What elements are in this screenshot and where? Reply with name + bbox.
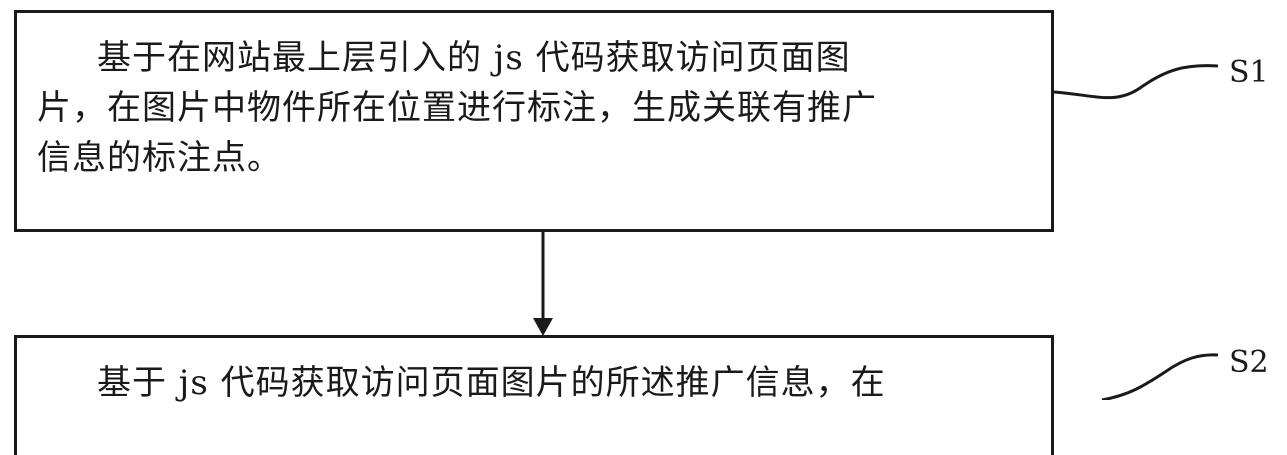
step-s1-line-1: 基于在网站最上层引入的 js 代码获取访问页面图 (97, 38, 851, 78)
connector-layer (533, 64, 1219, 400)
step-s1-line-3: 信息的标注点。 (37, 138, 282, 178)
leader-line-s1 (1053, 64, 1219, 100)
step-label-s1: S1 (1229, 55, 1269, 90)
step-text-s2: 基于 js 代码获取访问页面图片的所述推广信息，在 (37, 358, 1037, 408)
step-s1-line-2: 片，在图片中物件所在位置进行标注，生成关联有推广 (37, 88, 877, 128)
step-text-s1: 基于在网站最上层引入的 js 代码获取访问页面图 片，在图片中物件所在位置进行标… (37, 33, 1037, 183)
arrowhead-icon (533, 318, 553, 336)
step-label-s2: S2 (1229, 345, 1269, 380)
step-box-s1: 基于在网站最上层引入的 js 代码获取访问页面图 片，在图片中物件所在位置进行标… (14, 10, 1054, 232)
flowchart: 基于在网站最上层引入的 js 代码获取访问页面图 片，在图片中物件所在位置进行标… (14, 10, 1269, 455)
step-s2-line-1: 基于 js 代码获取访问页面图片的所述推广信息，在 (97, 363, 886, 403)
leader-line-s2 (1101, 353, 1219, 400)
